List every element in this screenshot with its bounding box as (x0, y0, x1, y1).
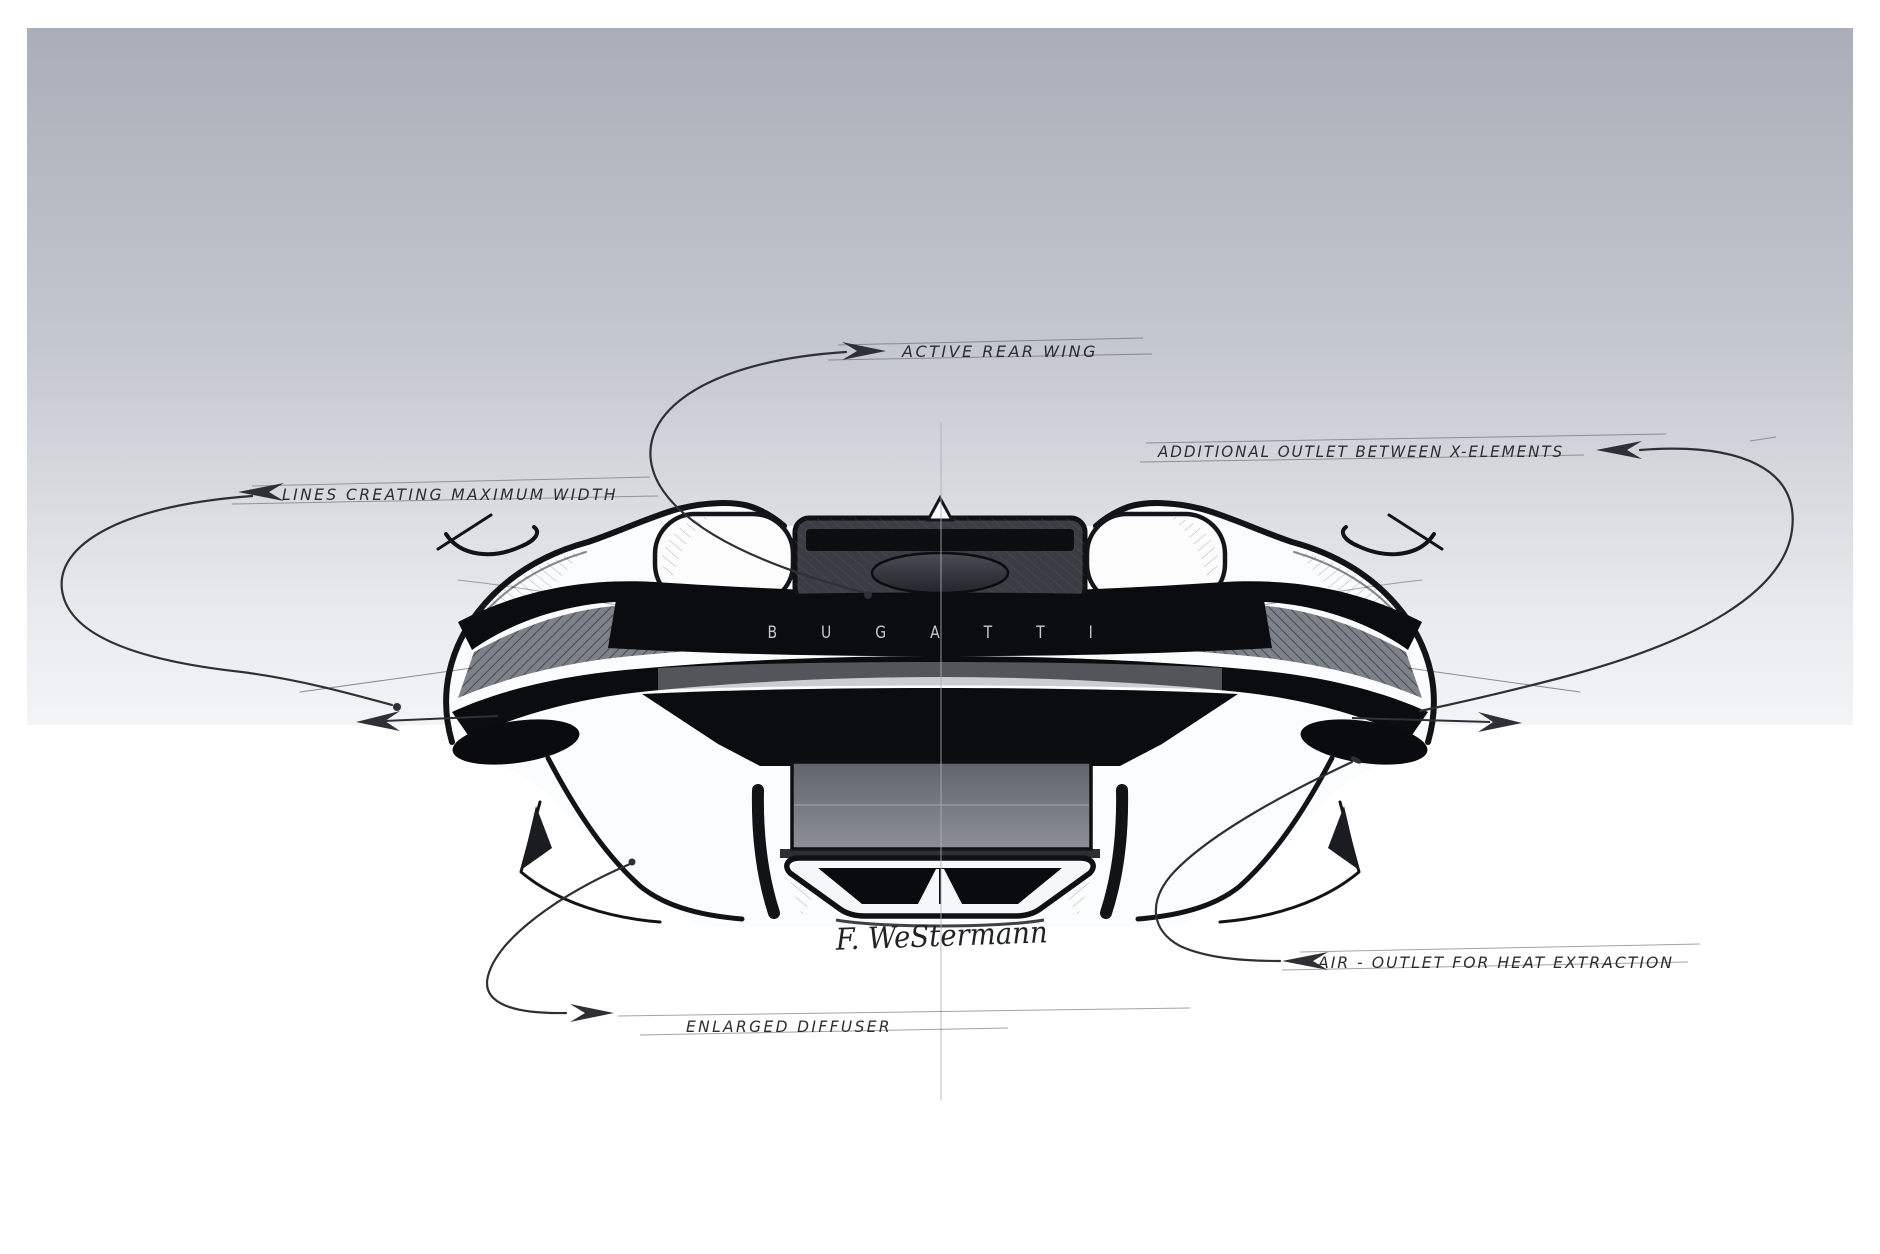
annotation-air-outlet: AIR - OUTLET FOR HEAT EXTRACTION (1154, 756, 1701, 972)
license-shelf-shadow (780, 849, 1100, 858)
annotation-label-air-outlet: AIR - OUTLET FOR HEAT EXTRACTION (1317, 953, 1674, 972)
hoop-hatching (662, 516, 710, 584)
reference-dash (1350, 756, 1362, 764)
annotation-label-enlarged-diffuser: ENLARGED DIFFUSER (686, 1017, 892, 1036)
diffuser-fin-edge (519, 800, 662, 924)
exhaust-lower-lip (835, 918, 1045, 928)
diffuser-fin (521, 806, 552, 870)
arrow-icon-right (842, 342, 886, 360)
annotations: ACTIVE REAR WING ADDITIONAL OUTLET BETWE… (60, 337, 1794, 1036)
arrow-icon-left (1282, 952, 1328, 970)
rear-wing-slat (806, 529, 1074, 551)
leader-curve (485, 862, 632, 1015)
annotation-label-active-rear-wing: ACTIVE REAR WING (901, 342, 1098, 361)
arrow-icon-width-right (1478, 712, 1522, 732)
leader-curve (649, 350, 864, 594)
arrow-icon-left (1596, 441, 1642, 459)
mirror-fin-arc (444, 525, 540, 557)
bumper-shade-band (658, 662, 1222, 690)
annotation-label-additional-outlet: ADDITIONAL OUTLET BETWEEN X-ELEMENTS (1157, 442, 1564, 461)
lower-body-contour (545, 755, 745, 922)
annotation-maximum-width: LINES CREATING MAXIMUM WIDTH (60, 476, 659, 731)
side-outlet-oval (452, 719, 580, 765)
center-antenna-notch (925, 494, 955, 522)
leader-curve (1418, 447, 1794, 713)
bumper-black-panel (642, 688, 1238, 766)
width-arrow-line (1351, 717, 1491, 723)
bumper-neck-edge (751, 784, 780, 919)
reference-dot (864, 591, 872, 599)
taillight-bar (608, 592, 1272, 657)
brand-lettering: B U G A T T I (768, 623, 1113, 643)
engine-oval-cover (870, 551, 1010, 595)
fender-outline (443, 500, 787, 745)
leader-curve (1154, 760, 1354, 963)
annotation-label-maximum-width: LINES CREATING MAXIMUM WIDTH (282, 485, 618, 504)
car-sketch: B U G A T T I F. WeStermann (299, 422, 1580, 1100)
mirror-fin-slash (436, 513, 493, 551)
arrow-icon-right (570, 1004, 614, 1022)
reference-dot (628, 858, 636, 866)
width-arrow-line (383, 715, 499, 722)
annotation-enlarged-diffuser: ENLARGED DIFFUSER (485, 858, 1191, 1036)
annotation-active-rear-wing: ACTIVE REAR WING (649, 337, 1153, 599)
annotation-additional-outlet: ADDITIONAL OUTLET BETWEEN X-ELEMENTS (1139, 433, 1794, 732)
reference-dot (393, 703, 401, 711)
arrow-icon-left (238, 483, 284, 501)
designer-signature: F. WeStermann (834, 915, 1048, 957)
leader-curve (60, 494, 394, 707)
arrow-icon-width-left (356, 711, 400, 731)
